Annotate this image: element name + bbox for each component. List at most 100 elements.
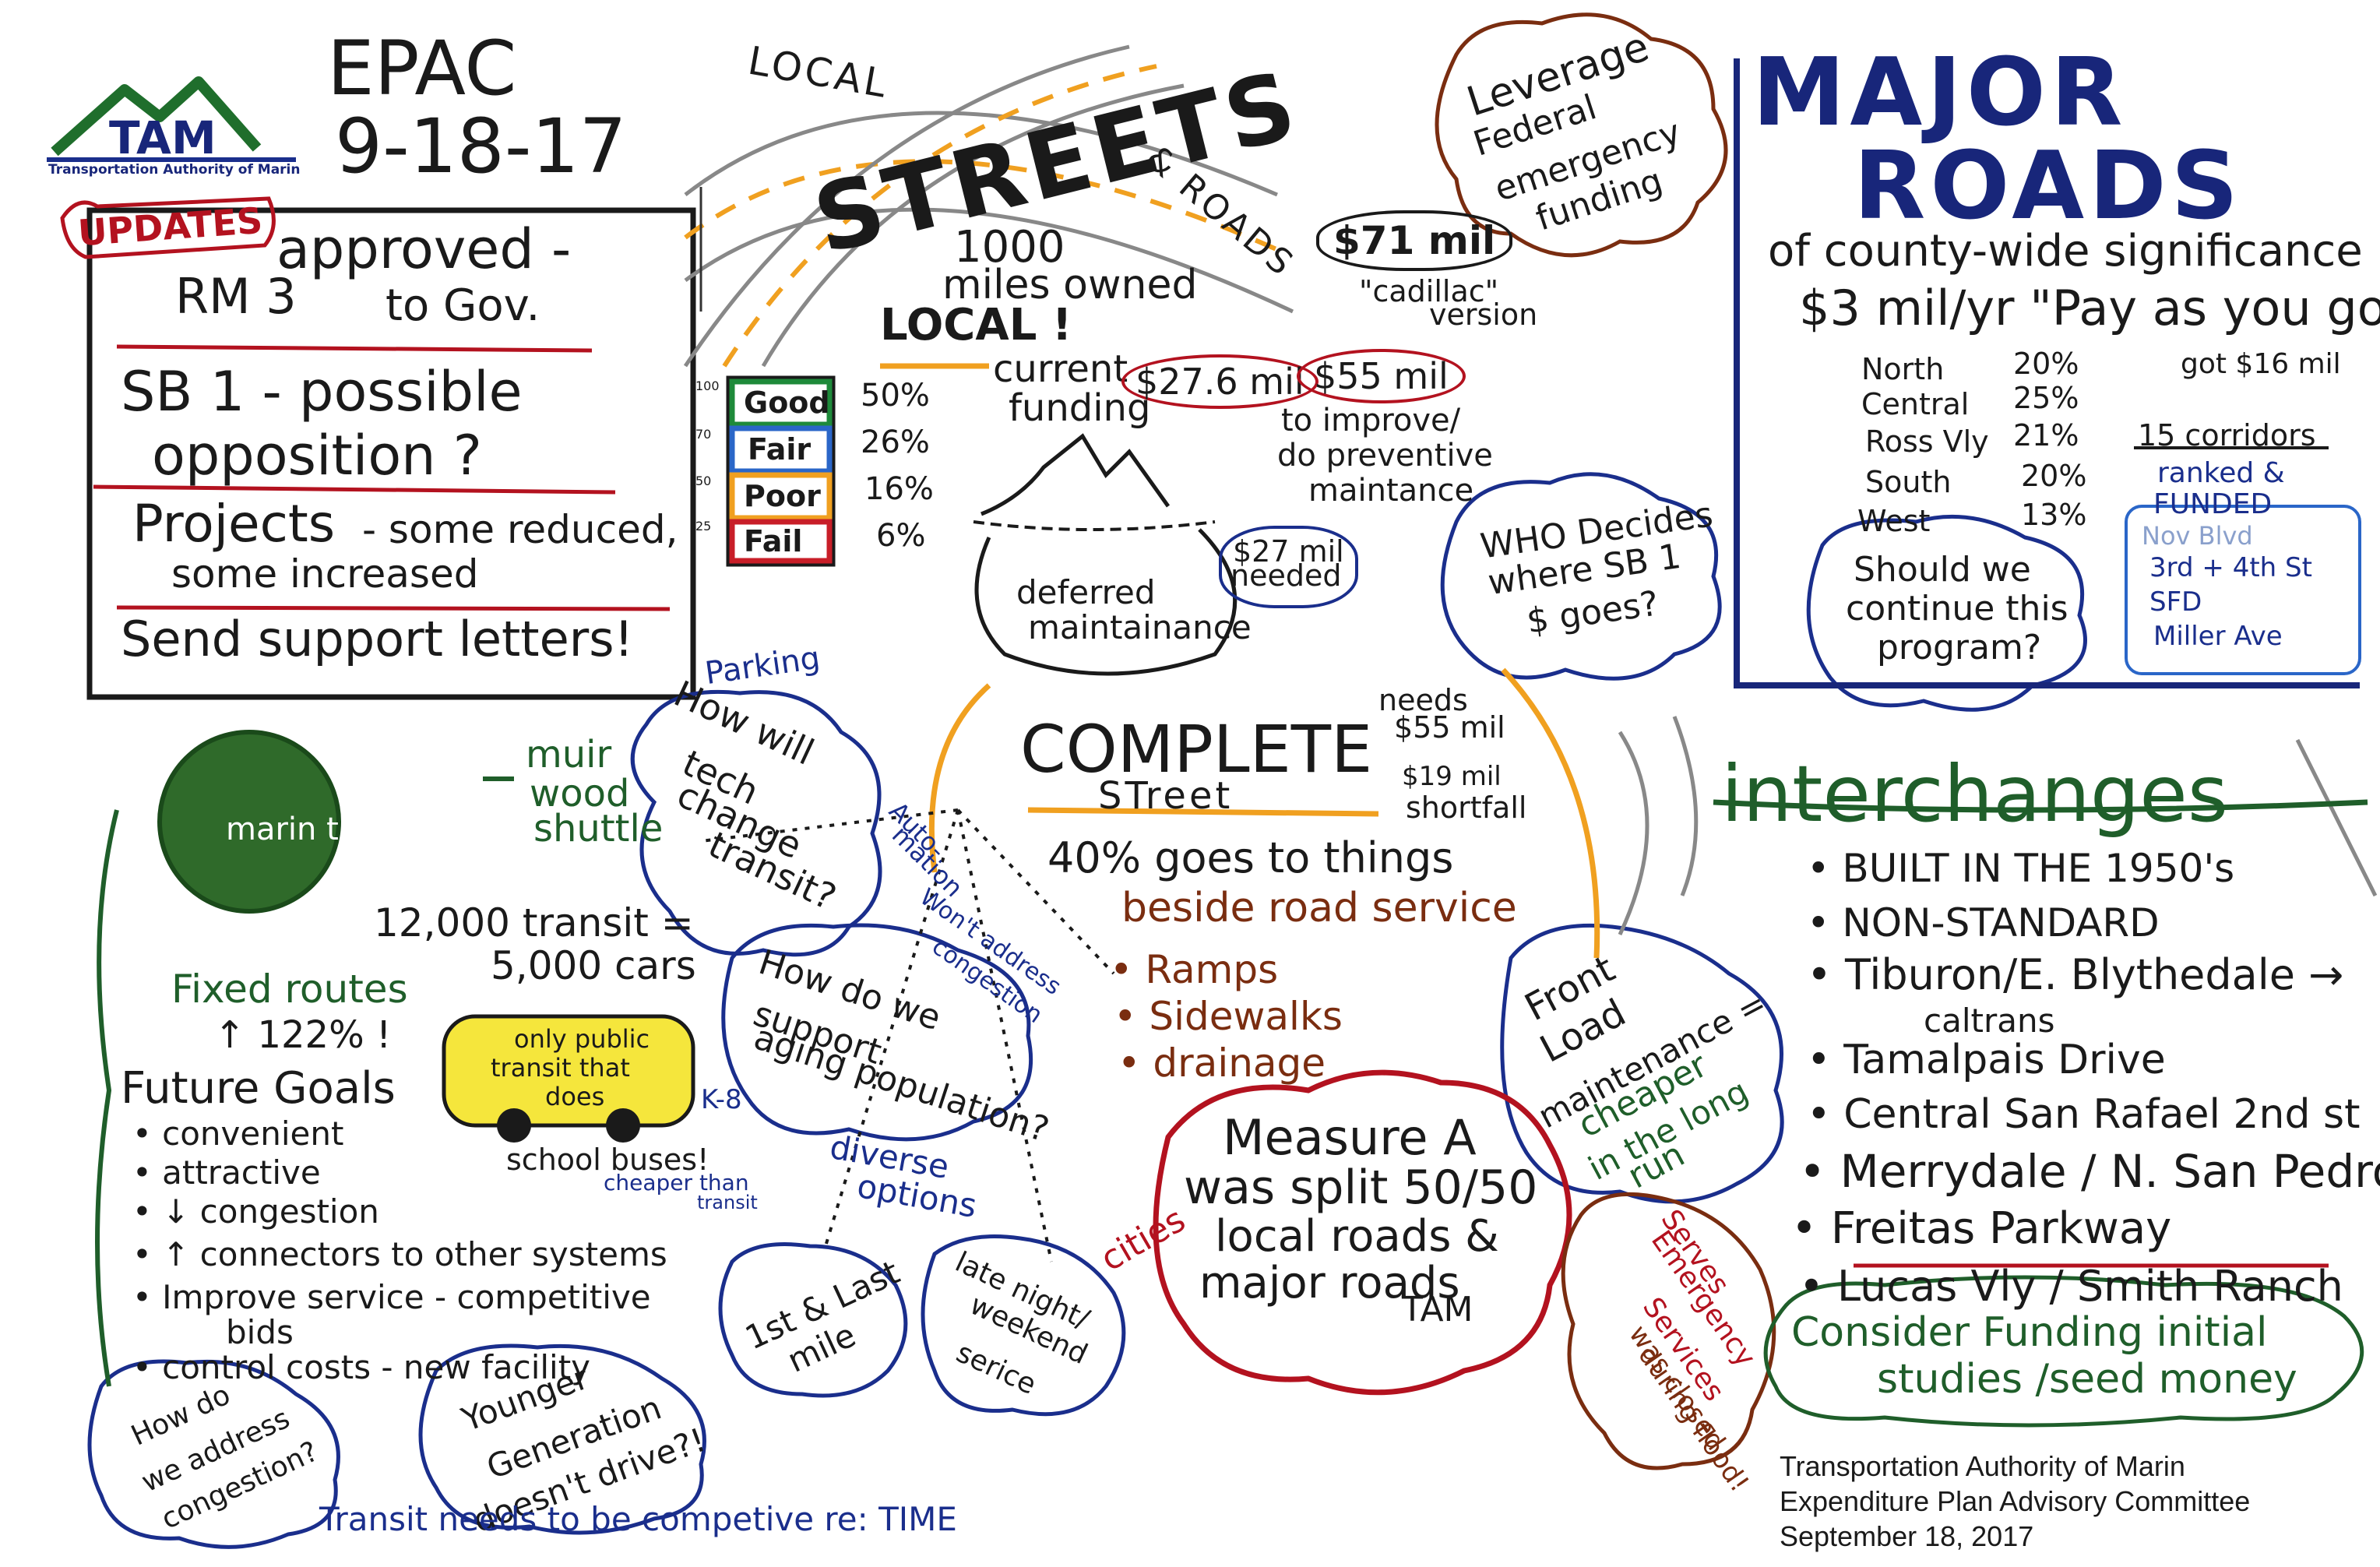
congestion-cloud (87, 1359, 340, 1549)
goal-attractive: • attractive (132, 1153, 321, 1192)
goal-control-costs: • control costs - new facility (132, 1348, 591, 1386)
region-ross-vly: Ross Vly (1865, 424, 1989, 459)
rating-good-label: Good (744, 386, 830, 420)
consider-funding-line2: studies /seed money (1877, 1356, 2297, 1403)
region-west-pct: 13% (2021, 498, 2087, 532)
aging-cloud (721, 923, 1033, 1142)
interchange-item-1: • BUILT IN THE 1950's (1807, 846, 2235, 891)
goes-to-line2: beside road service (1121, 885, 1517, 931)
complete-title: COMPLETE (1020, 711, 1373, 787)
board-title: EPAC (327, 25, 517, 112)
corridor-miller-ave: Miller Ave (2153, 621, 2283, 652)
updates-reduced: - some reduced, (362, 507, 678, 552)
footer-line2: Expenditure Plan Advisory Committee (1780, 1485, 2251, 1517)
major-title: MAJOR (1752, 39, 2128, 147)
interchange-item-6: • Merrydale / N. San Pedro (1799, 1145, 2380, 1198)
rating-poor-pct: 16% (864, 471, 934, 507)
current-funding-amount: $27.6 mil (1121, 354, 1319, 409)
updates-approved: approved - (276, 217, 572, 281)
improve-line1: to improve/ (1281, 403, 1461, 438)
major-subtitle: of county-wide significance (1768, 226, 2363, 276)
marin-transit-logo-text: marin transit (226, 812, 428, 847)
who-decides-cloud (1440, 472, 1722, 681)
goes-to-line1: 40% goes to things (1047, 833, 1454, 882)
cadillac-amount: $71 mil (1316, 210, 1513, 271)
improve-line2: do preventive (1277, 438, 1493, 474)
future-goals-title: Future Goals (121, 1063, 396, 1114)
local-label: LOCAL ! (880, 300, 1072, 350)
funding-label: funding (1009, 386, 1151, 430)
ratings-axis-poor: 50 (695, 474, 712, 488)
ranked-label: ranked & (2157, 457, 2285, 489)
version-label: version (1429, 298, 1538, 332)
bus-line1: only public (514, 1024, 650, 1054)
region-south-pct: 20% (2021, 459, 2087, 493)
footer-line1: Transportation Authority of Marin (1780, 1450, 2185, 1482)
region-ross-vly-pct: 21% (2013, 418, 2079, 452)
needs-amount: $55 mil (1394, 710, 1505, 745)
funded-label: FUNDED (2153, 488, 2273, 520)
first-last-cloud (718, 1242, 908, 1398)
tam-logo-icon (47, 76, 296, 162)
goal-connectors: • ↑ connectors to other systems (132, 1235, 667, 1273)
measure-a-line1: Measure A (1223, 1109, 1477, 1166)
measure-a-tam: TAM (1402, 1290, 1473, 1329)
goal-convenient: • convenient (132, 1115, 344, 1153)
ratings-axis-top: 100 (695, 379, 720, 393)
footer-line3: September 18, 2017 (1780, 1520, 2034, 1552)
front-load-cloud (1500, 923, 1784, 1204)
updates-support-letters: Send support letters! (121, 611, 634, 667)
interchange-item-5: • Central San Rafael 2nd st (1807, 1091, 2361, 1138)
transit-equation-line2: 5,000 cars (491, 943, 696, 988)
measure-a-cloud (1153, 1069, 1572, 1396)
improve-amount: $55 mil (1297, 349, 1466, 403)
transit-time-note: Transit needs to be competive re: TIME (319, 1500, 957, 1538)
updates-opposition: opposition ? (152, 424, 482, 488)
item-ramps: • Ramps (1110, 947, 1279, 992)
school-buses-label: school buses! (506, 1143, 709, 1177)
goal-congestion: • ↓ congestion (132, 1192, 379, 1231)
updates-box (86, 207, 696, 700)
needed-amount: $27 mil (1219, 526, 1358, 608)
goal-bids: bids (226, 1313, 294, 1351)
interchange-illustration (1618, 716, 2378, 936)
interchange-item-2: • NON-STANDARD (1807, 900, 2160, 945)
cheaper-than-label: cheaper than (604, 1170, 749, 1195)
consider-funding-line1: Consider Funding initial (1791, 1309, 2268, 1356)
cheaper-transit-label: transit (697, 1192, 758, 1213)
tam-logo-subtitle: Transportation Authority of Marin (48, 162, 301, 178)
board-date: 9-18-17 (335, 103, 627, 190)
updates-rm3: RM 3 (175, 268, 297, 325)
should-we-line2: continue this (1846, 589, 2068, 629)
major-pay-as-you-go: $3 mil/yr "Pay as you go" (1799, 280, 2380, 336)
corridor-sfd: SFD (2149, 586, 2202, 618)
late-night-cloud (921, 1234, 1126, 1417)
rating-poor-label: Poor (744, 479, 821, 513)
k8-label: K-8 (701, 1084, 742, 1115)
miles-owned: miles owned (942, 262, 1198, 308)
should-we-line3: program? (1877, 628, 2042, 667)
measure-a-line4: major roads (1199, 1258, 1460, 1308)
goal-improve-service: • Improve service - competitive (132, 1278, 651, 1316)
updates-sb1: SB 1 - possible (121, 360, 523, 424)
miles-count: 1000 (954, 222, 1065, 273)
interchange-item-4: • Tamalpais Drive (1807, 1037, 2166, 1083)
tam-logo-text: TAM (109, 111, 217, 164)
shortfall-amount: $19 mil (1402, 761, 1502, 792)
region-west: West (1857, 504, 1931, 538)
complete-street: STreet (1098, 774, 1234, 818)
interchange-item-8: • Lucas Vly / Smith Ranch (1799, 1262, 2343, 1311)
rating-fair-label: Fair (748, 432, 812, 467)
roads-title: ROADS (1854, 132, 2244, 241)
deferred-label: deferred (1016, 573, 1156, 611)
updates-projects: Projects (132, 494, 336, 554)
rating-good-pct: 50% (861, 378, 930, 414)
rating-fail-label: Fail (744, 524, 803, 558)
region-north: North (1861, 352, 1945, 386)
item-drainage: • drainage (1118, 1041, 1326, 1086)
corridor-nov-blvd: Nov Blvd (2142, 521, 2253, 551)
fixed-routes-label: Fixed routes (171, 967, 408, 1012)
muir-line2: wood (530, 772, 630, 815)
should-we-line1: Should we (1854, 550, 2031, 590)
